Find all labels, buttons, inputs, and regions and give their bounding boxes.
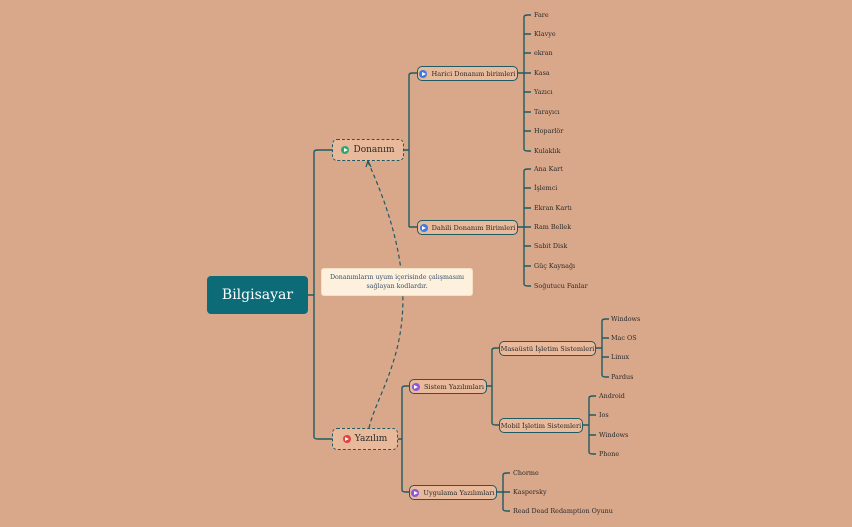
sistem-node[interactable]: Sistem Yazılımları xyxy=(409,379,487,394)
harici-node[interactable]: Harici Donanım birimleri xyxy=(417,66,518,81)
flag-icon xyxy=(341,146,350,154)
leaf-item[interactable]: Linux xyxy=(611,353,630,361)
leaf-item[interactable]: Chorme xyxy=(513,469,539,477)
leaf-item[interactable]: Kaspersky xyxy=(513,488,547,496)
uygulama-label: Uygulama Yazılımları xyxy=(423,488,495,497)
harici-label: Harici Donanım birimleri xyxy=(431,69,516,78)
dahili-node[interactable]: Dahili Donanım Birimleri xyxy=(417,220,518,235)
dahili-label: Dahili Donanım Birimleri xyxy=(431,223,516,232)
leaf-item[interactable]: Ekran Kartı xyxy=(534,204,572,212)
leaf-item[interactable]: Yazıcı xyxy=(534,88,553,96)
leaf-item[interactable]: Ana Kart xyxy=(534,165,563,173)
leaf-item[interactable]: Mac OS xyxy=(611,334,637,342)
leaf-item[interactable]: Tarayıcı xyxy=(534,108,560,116)
sistem-label: Sistem Yazılımları xyxy=(423,382,485,391)
flag-icon xyxy=(342,435,351,443)
leaf-item[interactable]: Kulaklık xyxy=(534,147,561,155)
yazilim-node[interactable]: Yazılım xyxy=(332,428,398,450)
leaf-item[interactable]: Windows xyxy=(611,315,641,323)
relation-note-text: Donanımların uyum içerisinde çalışmasını… xyxy=(329,274,465,290)
donanim-label: Donanım xyxy=(353,145,395,155)
leaf-item[interactable]: Ram Bellek xyxy=(534,223,572,231)
flag-icon xyxy=(411,488,420,497)
leaf-item[interactable]: Fare xyxy=(534,11,549,19)
leaf-item[interactable]: Phone xyxy=(599,450,620,458)
leaf-item[interactable]: Klavye xyxy=(534,30,556,38)
leaf-item[interactable]: İşlemci xyxy=(534,184,558,192)
leaf-item[interactable]: ekran xyxy=(534,49,553,57)
leaf-item[interactable]: Sabit Disk xyxy=(534,242,568,250)
leaf-item[interactable]: Android xyxy=(599,392,625,400)
leaf-item[interactable]: Soğutucu Fanlar xyxy=(534,282,588,290)
uygulama-node[interactable]: Uygulama Yazılımları xyxy=(409,485,497,500)
leaf-item[interactable]: Pardus xyxy=(611,373,634,381)
flag-icon xyxy=(419,223,428,232)
leaf-item[interactable]: Güç Kaynağı xyxy=(534,262,576,270)
flag-icon xyxy=(411,382,420,391)
relation-note[interactable]: Donanımların uyum içerisinde çalışmasını… xyxy=(321,268,473,296)
yazilim-label: Yazılım xyxy=(354,434,388,444)
root-label: Bilgisayar xyxy=(221,287,294,303)
masaustu-node[interactable]: Masaüstü İşletim Sistemleri xyxy=(499,341,596,356)
root-node[interactable]: Bilgisayar xyxy=(207,276,308,314)
leaf-item[interactable]: Kasa xyxy=(534,69,550,77)
mobil-node[interactable]: Mobil İşletim Sistemleri xyxy=(499,418,583,433)
leaf-item[interactable]: Windows xyxy=(599,431,629,439)
mobil-label: Mobil İşletim Sistemleri xyxy=(500,421,582,430)
masaustu-label: Masaüstü İşletim Sistemleri xyxy=(500,344,595,353)
flag-icon xyxy=(419,69,428,78)
leaf-item[interactable]: Ios xyxy=(599,411,609,419)
leaf-item[interactable]: Hoparlör xyxy=(534,127,564,135)
leaf-item[interactable]: Read Dead Redamption Oyunu xyxy=(513,507,613,515)
donanim-node[interactable]: Donanım xyxy=(332,139,404,161)
